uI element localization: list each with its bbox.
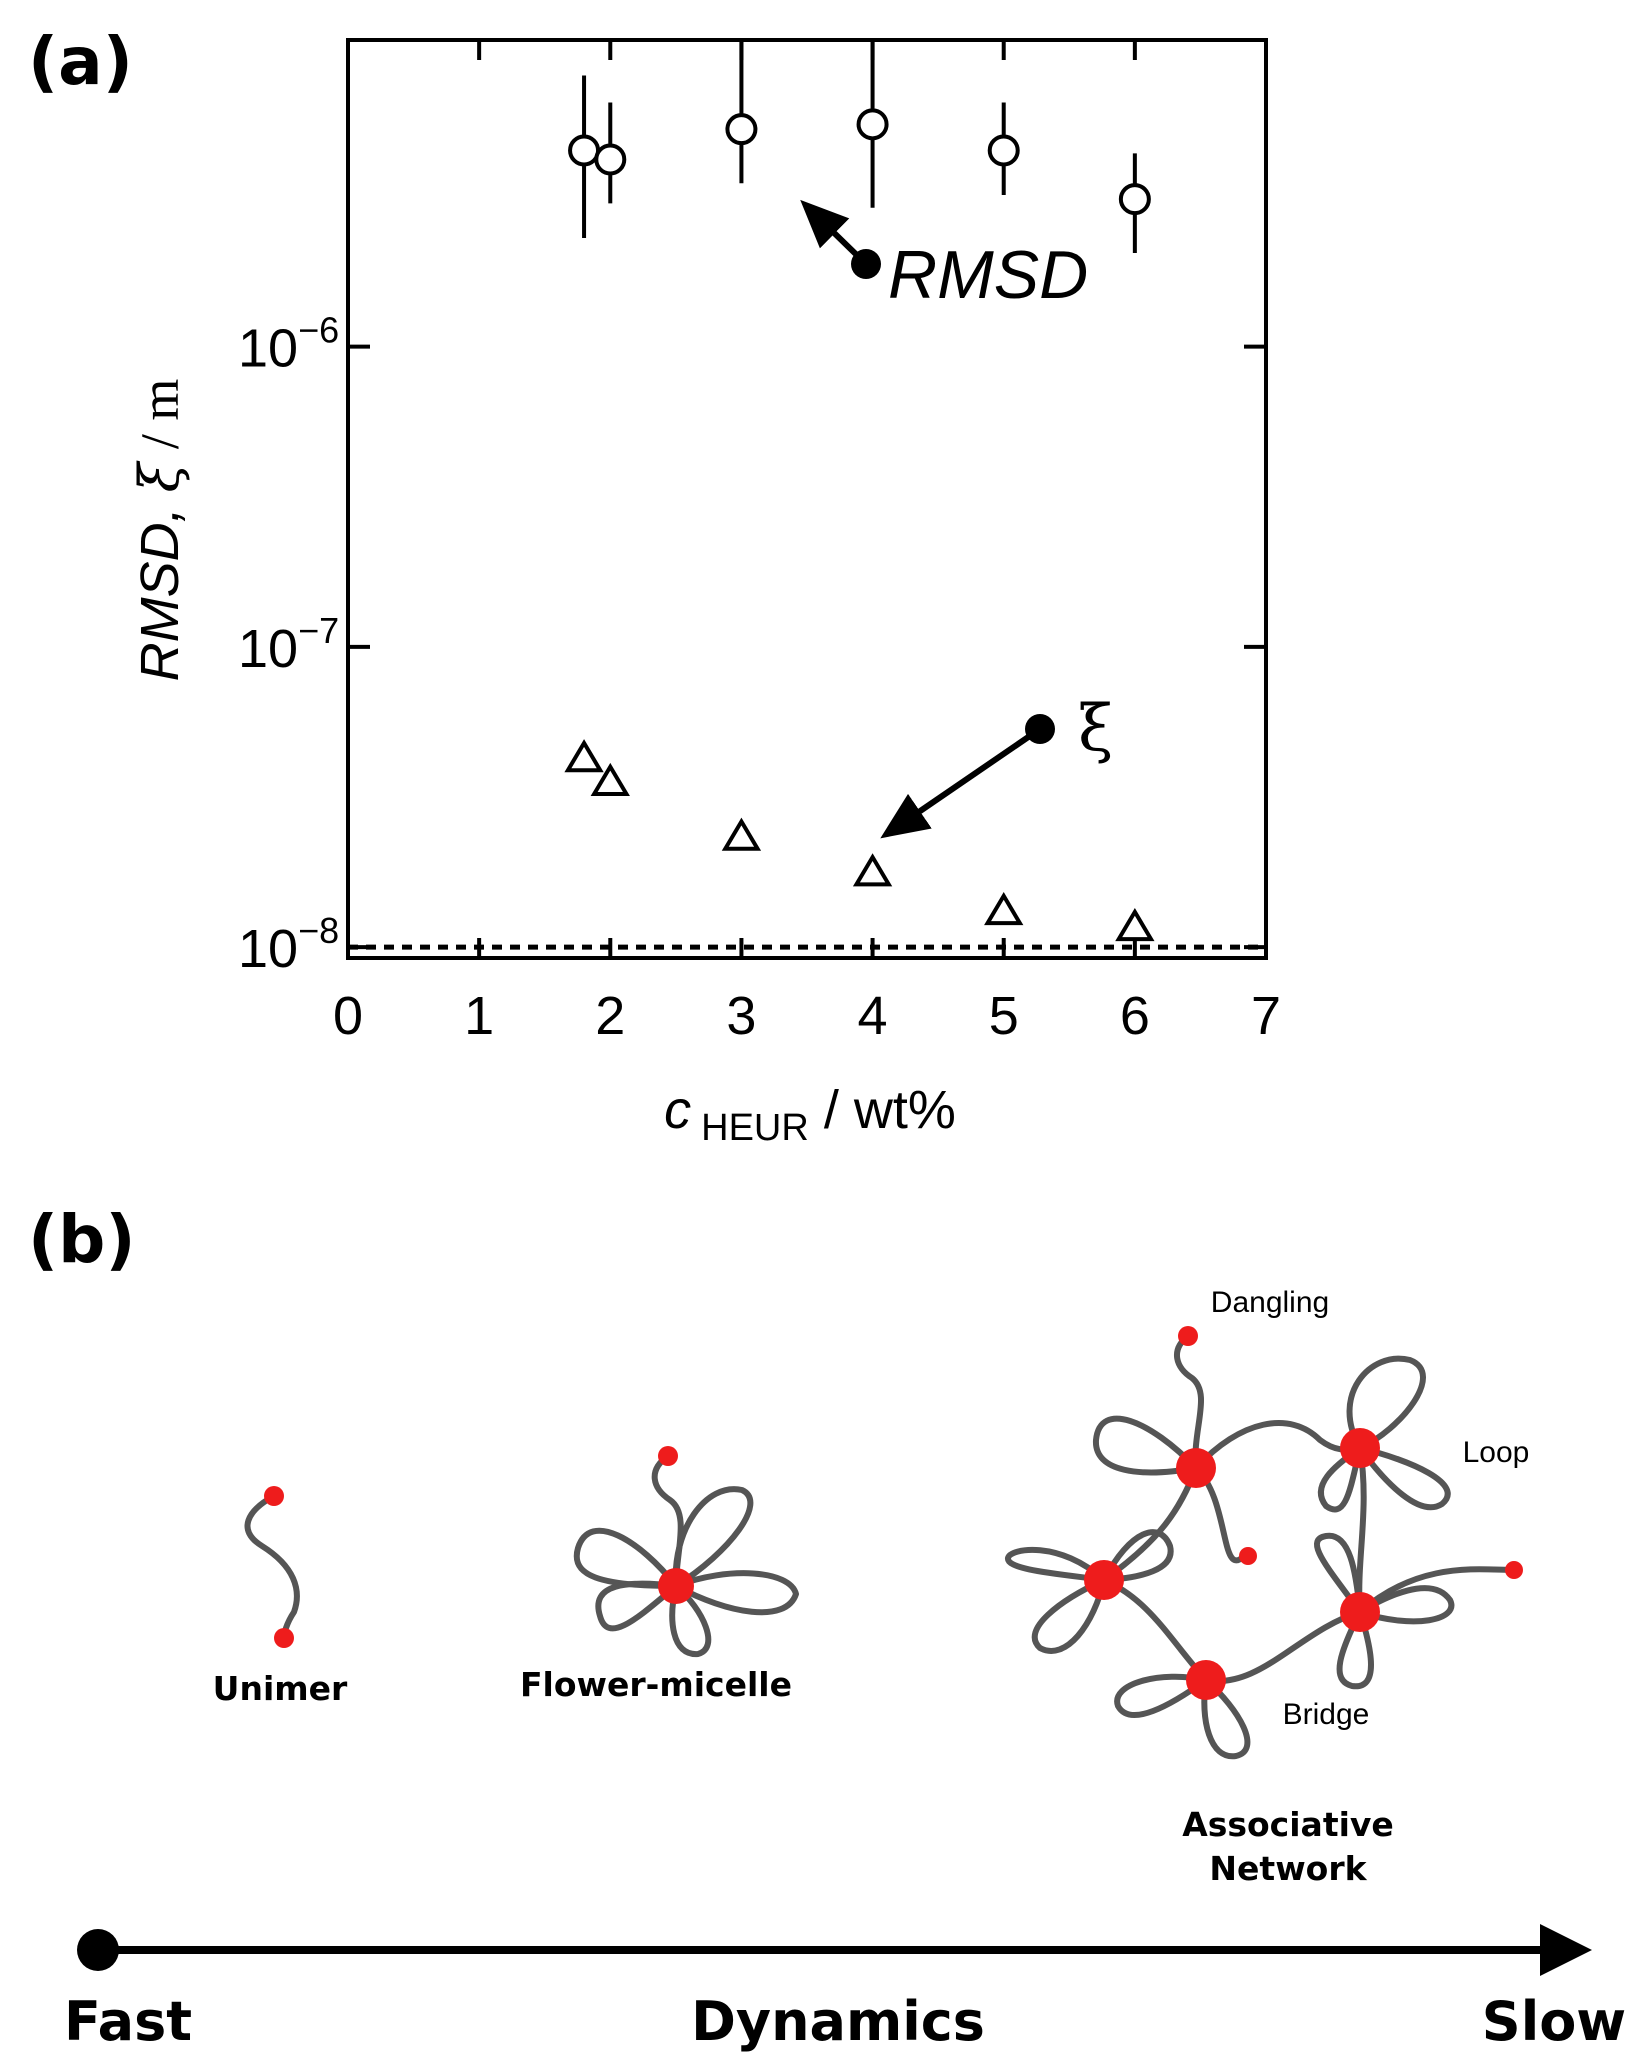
network-loop-petal-1 (1092, 1415, 1199, 1476)
flower-petal-4 (595, 1580, 679, 1632)
x-tick-label: 3 (726, 986, 756, 1046)
network-bridge-1 (1193, 1420, 1363, 1471)
rmsd-annotation-label: RMSD (888, 237, 1088, 313)
flower-petal-1 (573, 1527, 679, 1589)
xi-point (852, 853, 893, 887)
x-tick-label: 4 (858, 986, 888, 1046)
network-free-sticker-2 (1239, 1547, 1257, 1565)
network-bridge-2 (1101, 1465, 1199, 1583)
data-markers (564, 108, 1155, 942)
network-free-sticker-3 (1505, 1561, 1523, 1579)
flower-petal-2 (672, 1486, 754, 1589)
flower-micelle-label: Flower-micelle (520, 1665, 792, 1704)
y-tick-label: 10−8 (238, 910, 339, 979)
network-junction-1 (1176, 1448, 1216, 1488)
flower-petal-3 (673, 1570, 799, 1616)
x-tick-label: 0 (333, 986, 363, 1046)
rmsd-point (594, 143, 627, 176)
flower-core-sticker (658, 1568, 694, 1604)
xi-annotation-label: ξ (1078, 692, 1113, 766)
dynamics-center-label: Dynamics (691, 1990, 985, 2053)
rmsd-point (856, 108, 889, 141)
network-loop-petal-2 (1346, 1355, 1426, 1451)
rmsd-point (987, 134, 1020, 167)
x-tick-label: 5 (989, 986, 1019, 1046)
error-bars (582, 40, 1137, 254)
rmsd-annotation-arrow (800, 199, 869, 267)
network-junction-3 (1084, 1560, 1124, 1600)
flower-petal-5 (669, 1583, 712, 1657)
xi-annotation-arrow (880, 726, 1042, 839)
network-junction-5 (1186, 1660, 1226, 1700)
network-loop-petal-10 (1336, 1609, 1374, 1690)
network-free-sticker-1 (1178, 1326, 1198, 1346)
xi-point (590, 762, 630, 796)
dangling-label: Dangling (1211, 1286, 1329, 1319)
bridge-label: Bridge (1283, 1698, 1370, 1731)
unimer-sticker-bottom (274, 1628, 294, 1648)
rmsd-point (725, 113, 758, 146)
panel-a-label: (a) (28, 23, 133, 100)
flower-free-sticker (658, 1446, 678, 1466)
loop-label: Loop (1463, 1436, 1530, 1469)
network-bridge-4 (1101, 1577, 1209, 1683)
network-bridge-3 (1356, 1445, 1367, 1615)
dynamics-arrow (77, 1924, 1592, 1976)
y-tick-label: 10−6 (238, 310, 339, 379)
xi-point (564, 739, 604, 773)
network-loop-petal-3 (1357, 1445, 1451, 1511)
network-dangling-right (1357, 1566, 1517, 1615)
xi-point (1115, 907, 1155, 942)
network-label-line1: Associative (1182, 1805, 1394, 1844)
unimer-chain (244, 1493, 300, 1641)
dynamics-arrowhead (1540, 1924, 1592, 1976)
rmsd-point (568, 134, 601, 167)
network-label-line2: Network (1209, 1849, 1367, 1888)
x-tick-label: 1 (464, 986, 494, 1046)
x-ticks: 0 1 2 3 4 5 6 7 (333, 40, 1281, 1046)
x-tick-label: 6 (1120, 986, 1150, 1046)
rmsd-point (1118, 183, 1151, 216)
xi-point (984, 891, 1024, 926)
network-loop-petal-4 (1317, 1445, 1363, 1513)
network-loop-petal-12 (1201, 1677, 1251, 1760)
dynamics-fast-label: Fast (64, 1990, 192, 2053)
unimer-label: Unimer (213, 1669, 348, 1708)
dynamics-slow-label: Slow (1482, 1990, 1626, 2053)
associative-network-diagram (1005, 1326, 1523, 1760)
network-loop-petal-7 (1101, 1529, 1174, 1583)
y-axis-title: RMSD, ξ / m (128, 379, 191, 682)
network-dangling-chain (1174, 1333, 1205, 1471)
network-junction-4 (1340, 1592, 1380, 1632)
xi-point (721, 817, 762, 851)
y-tick-label: 10−7 (238, 610, 339, 679)
network-junction-2 (1340, 1428, 1380, 1468)
network-loop-petal-9 (1357, 1585, 1455, 1625)
plot-frame (346, 38, 1268, 960)
unimer-diagram (244, 1486, 300, 1648)
unimer-sticker-top (264, 1486, 284, 1506)
panel-b-label: (b) (28, 1201, 136, 1278)
network-loop-petal-11 (1114, 1673, 1209, 1718)
x-tick-label: 2 (595, 986, 625, 1046)
y-ticks: 10−6 10−7 10−8 (238, 310, 1266, 979)
x-tick-label: 7 (1251, 986, 1281, 1046)
network-loop-petal-5 (1005, 1546, 1107, 1583)
network-loop-petal-8 (1314, 1532, 1363, 1615)
network-loop-petal-6 (1031, 1577, 1107, 1654)
flower-micelle-diagram (573, 1446, 799, 1657)
